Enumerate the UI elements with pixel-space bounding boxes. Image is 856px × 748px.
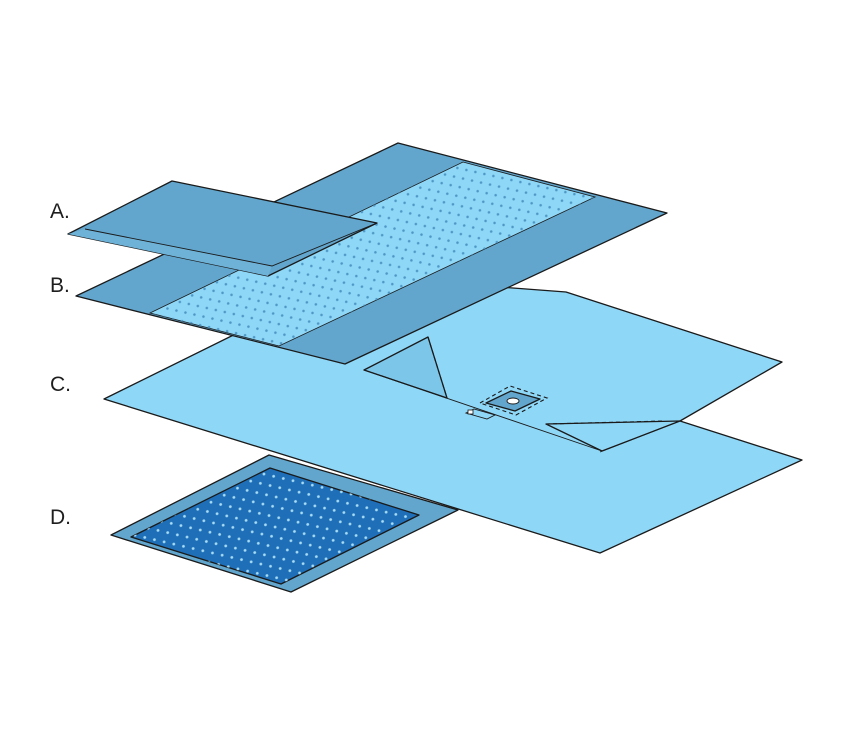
fenestration-opening: [506, 397, 520, 405]
drape-right-dashed-guide: [545, 420, 665, 425]
item-b-table-cover: [75, 142, 668, 365]
tube-holder-tab: [464, 408, 497, 420]
drape-fold-crease: [363, 369, 603, 452]
label-d: D.: [50, 506, 71, 529]
towel-fold-band: [68, 229, 272, 276]
cover-perforation-pattern: [150, 162, 595, 346]
drape-left-dashed-guide: [427, 336, 448, 399]
label-c: C.: [50, 373, 71, 396]
towel-fold-line: [84, 222, 378, 267]
label-b: B.: [50, 274, 70, 297]
item-a-folded-towel: [67, 180, 378, 277]
fenestration-dashed-frame: [478, 385, 549, 416]
item-d-absorbent-pad: [110, 454, 459, 593]
label-a: A.: [50, 200, 70, 223]
pad-perforation-pattern: [131, 468, 419, 584]
drape-right-fold-line: [599, 420, 681, 453]
